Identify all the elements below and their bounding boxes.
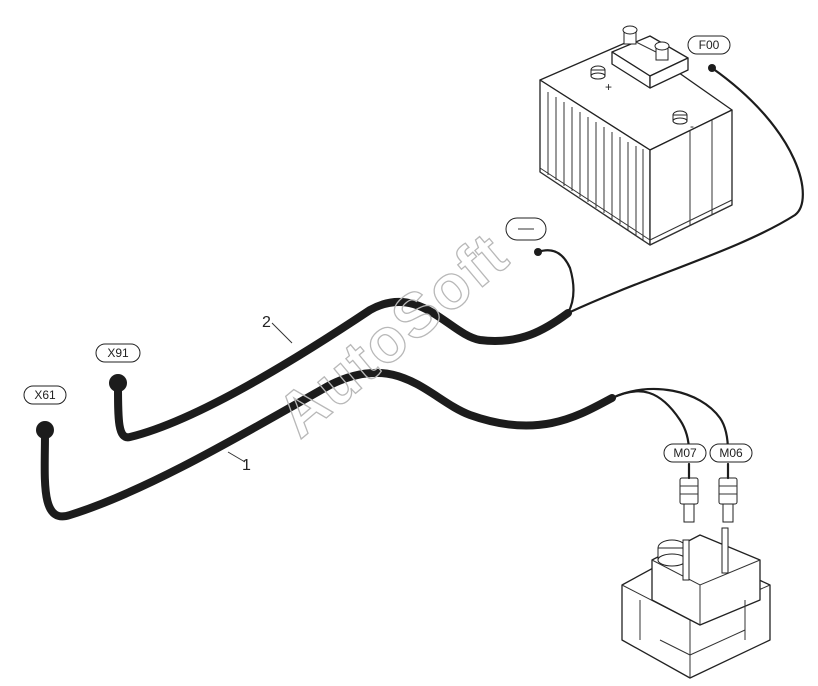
fuse-holder xyxy=(611,25,689,89)
callout-x61-label: X61 xyxy=(34,388,56,402)
f00-terminal xyxy=(708,64,716,72)
callout-x91: X91 xyxy=(95,343,141,363)
item-number-2: 2 xyxy=(262,314,271,331)
battery-ribs xyxy=(547,92,644,240)
battery-minus-mark: - xyxy=(690,119,694,133)
x61-terminal xyxy=(36,421,54,439)
wire-to-m07 xyxy=(610,390,691,454)
ground-terminal xyxy=(534,248,542,256)
callout-m07: M07 xyxy=(663,443,707,463)
battery-plus-mark: + xyxy=(605,80,612,94)
harness-2 xyxy=(114,297,572,442)
battery-positive-terminal xyxy=(590,65,606,80)
leader-2 xyxy=(271,322,293,344)
callout-m06: M06 xyxy=(709,443,753,463)
callout-f00: F00 xyxy=(687,35,731,55)
callout-x91-label: X91 xyxy=(107,346,129,360)
connector-m06 xyxy=(718,462,738,523)
item-number-1: 1 xyxy=(242,457,251,474)
pump-motor-unit xyxy=(621,527,771,679)
callout-m07-label: M07 xyxy=(673,446,697,460)
wire-to-f00 xyxy=(566,66,804,315)
wire-to-m06 xyxy=(610,387,730,454)
leader-1 xyxy=(227,451,246,463)
callout-ground xyxy=(505,217,547,241)
wire-to-ground xyxy=(536,249,575,315)
callout-m06-label: M06 xyxy=(719,446,743,460)
x91-terminal xyxy=(109,374,127,392)
battery: + - xyxy=(539,25,733,246)
harness-1 xyxy=(40,369,616,521)
callout-f00-label: F00 xyxy=(699,38,720,52)
callout-x61: X61 xyxy=(23,385,67,405)
connector-m07 xyxy=(679,462,699,523)
battery-negative-terminal xyxy=(672,110,688,125)
